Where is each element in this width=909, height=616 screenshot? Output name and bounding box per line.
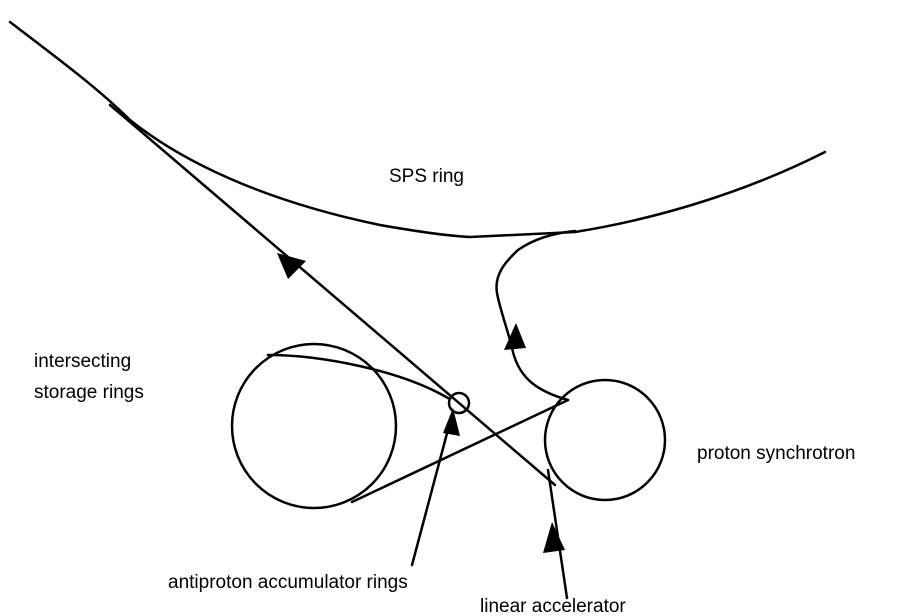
ps-transfer-arrowhead xyxy=(504,323,526,350)
antiproton-accumulator-ring xyxy=(447,391,471,415)
proton-synchrotron-ring xyxy=(543,378,667,502)
sps-injection-line xyxy=(108,103,557,487)
antiproton-pointer-line xyxy=(410,420,452,567)
linear-accelerator-label: linear accelerator xyxy=(480,596,626,616)
ps-to-sps-transfer-line xyxy=(495,229,577,402)
isr-label-line1: intersecting xyxy=(34,351,131,372)
antiproton-accumulator-label: antiproton accumulator rings xyxy=(168,572,408,593)
sps-injection-arrowhead xyxy=(277,253,306,279)
intersecting-storage-rings xyxy=(230,342,398,510)
linac-arrowhead xyxy=(543,522,565,553)
isr-top-tangent xyxy=(266,353,450,400)
antiproton-pointer-arrowhead xyxy=(443,408,460,436)
sps-ring-arc xyxy=(8,20,827,239)
isr-to-ps-crossing-line xyxy=(350,398,570,504)
proton-synchrotron-label: proton synchrotron xyxy=(697,443,855,464)
isr-label-line2: storage rings xyxy=(34,382,144,403)
sps-ring-label: SPS ring xyxy=(389,166,464,187)
